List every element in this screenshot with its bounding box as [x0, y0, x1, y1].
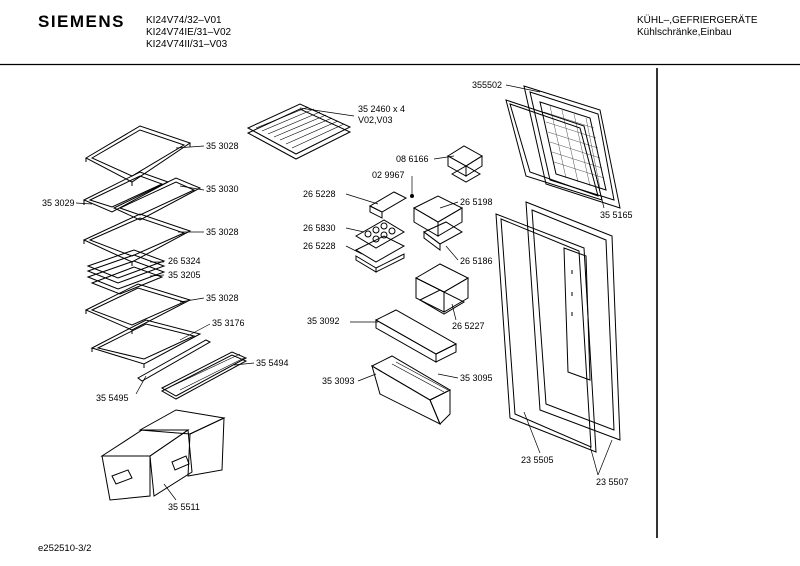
model-number-3: KI24V74II/31–V03	[146, 39, 228, 50]
glass-shelf-bottom	[90, 319, 202, 368]
part-label: 23 5505	[521, 455, 554, 465]
part-label: 35 3093	[322, 376, 355, 386]
glass-shelf-lower	[84, 283, 192, 334]
part-label: 35 5165	[600, 210, 633, 220]
air-grille	[160, 351, 248, 400]
category-title: KÜHL–,GEFRIERGERÄTE	[637, 15, 758, 26]
category-subtitle: Kühlschränke,Einbau	[637, 27, 732, 38]
brand-logo: SIEMENS	[38, 12, 126, 31]
wire-shelf	[246, 103, 352, 160]
door-shelf-middle	[414, 263, 470, 315]
part-label: 02 9967	[372, 170, 405, 180]
part-label: 26 5228	[303, 241, 336, 251]
part-label: 35 2460 x 4	[358, 104, 406, 114]
part-label: 35 3028	[206, 141, 239, 151]
part-label: 355502	[472, 80, 503, 90]
part-label: 35 3095	[460, 373, 493, 383]
shelf-frame-assembly	[86, 249, 166, 295]
part-label: 35 5511	[168, 502, 200, 512]
model-number-2: KI24V74IE/31–V02	[146, 27, 232, 38]
part-label: 35 3205	[168, 270, 201, 280]
part-label: 35 3030	[206, 184, 239, 194]
egg-tray	[354, 219, 406, 273]
crisper-drawers	[100, 409, 226, 501]
part-label: 26 5228	[303, 189, 336, 199]
part-label: 35 5494	[256, 358, 289, 368]
leader-lines	[75, 84, 613, 501]
trim-strip	[137, 339, 212, 382]
part-label: 08 6166	[396, 154, 429, 164]
part-label: 35 5495	[96, 393, 129, 403]
part-label: V02,V03	[358, 115, 393, 125]
butter-compartment	[447, 145, 483, 183]
part-label: 26 5186	[460, 256, 493, 266]
glass-shelf-middle	[82, 213, 192, 266]
part-label: 35 3028	[206, 293, 239, 303]
fridge-door-gasket	[495, 213, 597, 453]
freezer-door	[523, 85, 621, 209]
part-label: 23 5507	[596, 477, 629, 487]
model-number-1: KI24V74/32–V01	[146, 15, 222, 26]
part-label: 26 5324	[168, 256, 201, 266]
door-shelf-long	[374, 309, 458, 363]
part-label: 26 5830	[303, 223, 336, 233]
fridge-door	[525, 201, 621, 441]
screw	[410, 194, 414, 198]
part-label: 26 5227	[452, 321, 485, 331]
flip-bin	[412, 195, 464, 251]
glass-shelf-top	[84, 125, 192, 186]
glass-shelf-split-right	[112, 177, 202, 221]
part-label: 35 3029	[42, 198, 75, 208]
small-tray	[368, 191, 408, 219]
part-label: 35 3028	[206, 227, 239, 237]
part-label: 35 3176	[212, 318, 245, 328]
part-label: 35 3092	[307, 316, 340, 326]
bottle-shelf	[370, 355, 452, 426]
part-label: 26 5198	[460, 197, 493, 207]
document-id: e252510-3/2	[38, 543, 92, 554]
